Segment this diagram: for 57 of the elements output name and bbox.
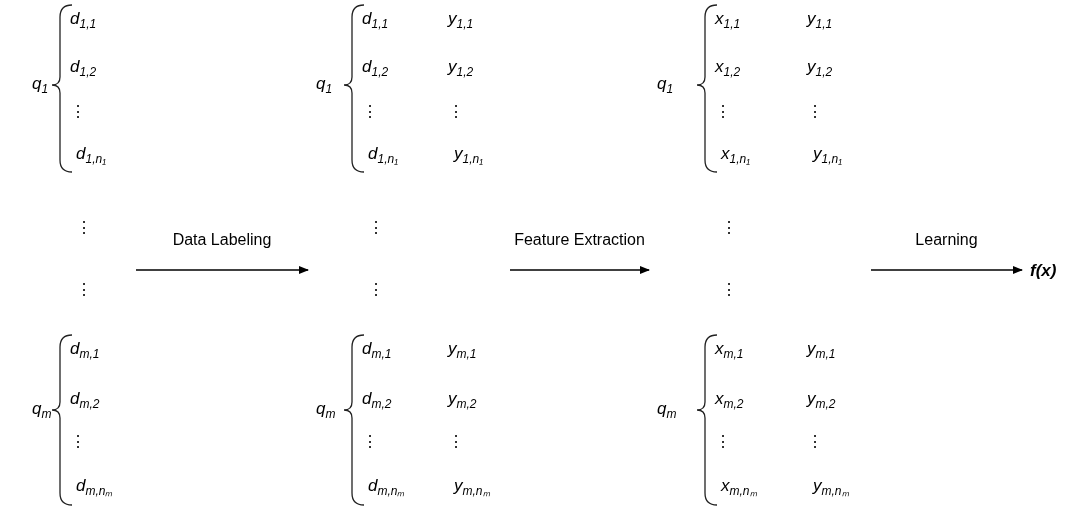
vertical-ellipsis: ⋮ — [721, 220, 737, 236]
vertical-ellipsis: ⋮ — [368, 282, 384, 298]
variable-label: y$_{1,1}$ — [807, 9, 833, 31]
variable-label: d$_{m,1}$ — [70, 339, 100, 361]
vertical-ellipsis: ⋮ — [448, 434, 464, 450]
variable-label: d$_{m,2}$ — [362, 389, 392, 411]
vertical-ellipsis: ⋮ — [362, 104, 378, 120]
edge-label: Learning — [913, 230, 980, 250]
query-label: q$_{m}$ — [32, 399, 52, 421]
variable-label: d$_{m,nₘ}$ — [368, 476, 405, 498]
variable-label: y$_{1,1}$ — [448, 9, 474, 31]
variable-label: y$_{1,2}$ — [807, 57, 833, 79]
variable-label: d$_{m,2}$ — [70, 389, 100, 411]
query-label: q$_{1}$ — [316, 74, 333, 96]
variable-label: x$_{m,nₘ}$ — [721, 476, 757, 498]
function-label: f(x) — [1030, 261, 1057, 279]
vertical-ellipsis: ⋮ — [362, 434, 378, 450]
variable-label: y$_{m,nₘ}$ — [813, 476, 849, 498]
variable-label: x$_{1,n₁}$ — [721, 144, 750, 166]
vertical-ellipsis: ⋮ — [715, 434, 731, 450]
query-label: q$_{m}$ — [657, 399, 677, 421]
vertical-ellipsis: ⋮ — [70, 104, 86, 120]
variable-label: x$_{m,1}$ — [715, 339, 744, 361]
variable-label: x$_{1,2}$ — [715, 57, 741, 79]
query-label: q$_{m}$ — [316, 399, 336, 421]
arrow — [509, 266, 650, 274]
query-label: q$_{1}$ — [657, 74, 674, 96]
variable-label: y$_{m,1}$ — [807, 339, 836, 361]
arrow — [870, 266, 1023, 274]
vertical-ellipsis: ⋮ — [76, 282, 92, 298]
vertical-ellipsis: ⋮ — [70, 434, 86, 450]
variable-label: d$_{1,2}$ — [362, 57, 389, 79]
variable-label: y$_{m,2}$ — [807, 389, 836, 411]
variable-label: x$_{m,2}$ — [715, 389, 744, 411]
vertical-ellipsis: ⋮ — [76, 220, 92, 236]
variable-label: y$_{1,2}$ — [448, 57, 474, 79]
arrow — [135, 266, 309, 274]
variable-label: y$_{1,n₁}$ — [813, 144, 842, 166]
variable-label: d$_{1,1}$ — [362, 9, 389, 31]
variable-label: y$_{1,n₁}$ — [454, 144, 483, 166]
variable-label: d$_{m,nₘ}$ — [76, 476, 113, 498]
variable-label: d$_{1,2}$ — [70, 57, 97, 79]
variable-label: d$_{1,1}$ — [70, 9, 97, 31]
variable-label: d$_{1,n₁}$ — [76, 144, 106, 166]
variable-label: y$_{m,1}$ — [448, 339, 477, 361]
variable-label: y$_{m,nₘ}$ — [454, 476, 490, 498]
variable-label: d$_{m,1}$ — [362, 339, 392, 361]
vertical-ellipsis: ⋮ — [368, 220, 384, 236]
vertical-ellipsis: ⋮ — [721, 282, 737, 298]
vertical-ellipsis: ⋮ — [448, 104, 464, 120]
variable-label: d$_{1,n₁}$ — [368, 144, 398, 166]
vertical-ellipsis: ⋮ — [807, 434, 823, 450]
variable-label: x$_{1,1}$ — [715, 9, 741, 31]
variable-label: y$_{m,2}$ — [448, 389, 477, 411]
vertical-ellipsis: ⋮ — [715, 104, 731, 120]
query-label: q$_{1}$ — [32, 74, 49, 96]
vertical-ellipsis: ⋮ — [807, 104, 823, 120]
